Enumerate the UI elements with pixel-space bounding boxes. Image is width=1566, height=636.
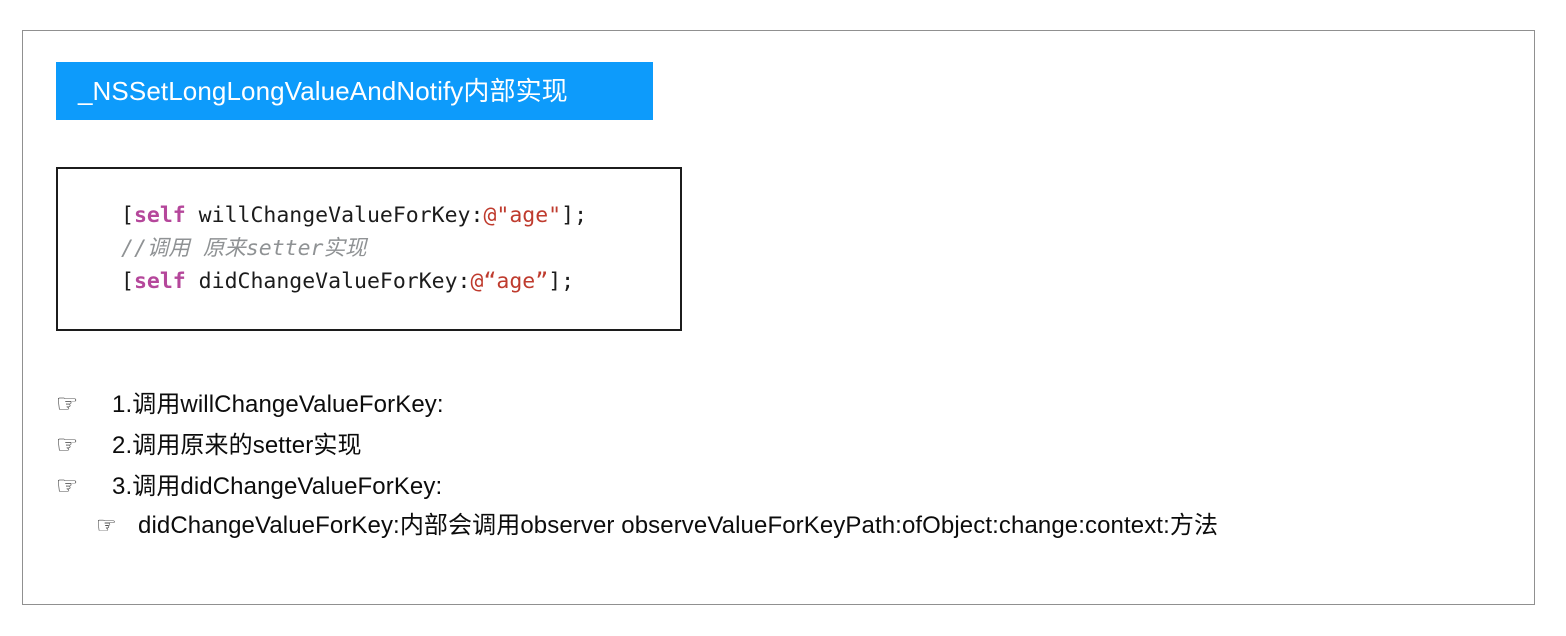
- pointing-hand-icon: ☞: [96, 513, 117, 539]
- code-token-plain: [: [121, 269, 134, 294]
- code-line: [self willChangeValueForKey:@"age"];: [121, 199, 587, 232]
- code-token-plain: ];: [548, 269, 575, 294]
- code-token-keyword: self: [133, 269, 186, 294]
- code-token-comment: //调用 原来setter实现: [121, 236, 367, 261]
- list-item-label: 2.调用原来的setter实现: [112, 432, 362, 459]
- code-block: [self willChangeValueForKey:@"age"];//调用…: [56, 167, 682, 331]
- points-list: ☞ 1.调用willChangeValueForKey: ☞ 2.调用原来的sette…: [56, 391, 1516, 560]
- code-content: [self willChangeValueForKey:@"age"];//调用…: [121, 199, 587, 298]
- list-item-label: 1.调用willChangeValueForKey:: [112, 391, 444, 418]
- list-item: ☞ 3.调用didChangeValueForKey:: [56, 473, 1516, 514]
- list-item-label: 3.调用didChangeValueForKey:: [112, 473, 443, 500]
- code-token-keyword: self: [133, 203, 186, 228]
- code-token-plain: ];: [561, 203, 588, 228]
- code-token-string: @"age": [483, 203, 562, 228]
- list-item-label: didChangeValueForKey:内部会调用observer obser…: [138, 512, 1219, 539]
- pointing-hand-icon: ☞: [56, 389, 79, 418]
- pointing-hand-icon: ☞: [56, 471, 79, 500]
- code-token-string: @“age”: [470, 269, 549, 294]
- list-item: ☞ 2.调用原来的setter实现: [56, 432, 1516, 473]
- code-token-plain: [: [121, 203, 134, 228]
- list-item: ☞ 1.调用willChangeValueForKey:: [56, 391, 1516, 432]
- code-token-plain: didChangeValueForKey:: [185, 269, 471, 294]
- code-line: [self didChangeValueForKey:@“age”];: [121, 265, 587, 298]
- list-item: ☞ didChangeValueForKey:内部会调用observer obse…: [56, 514, 1516, 560]
- code-line: //调用 原来setter实现: [121, 232, 587, 265]
- slide-frame: _NSSetLongLongValueAndNotify内部实现 [self w…: [22, 30, 1535, 605]
- page-title: _NSSetLongLongValueAndNotify内部实现: [78, 76, 568, 106]
- code-token-plain: willChangeValueForKey:: [185, 203, 484, 228]
- pointing-hand-icon: ☞: [56, 430, 79, 459]
- title-banner: _NSSetLongLongValueAndNotify内部实现: [56, 62, 653, 120]
